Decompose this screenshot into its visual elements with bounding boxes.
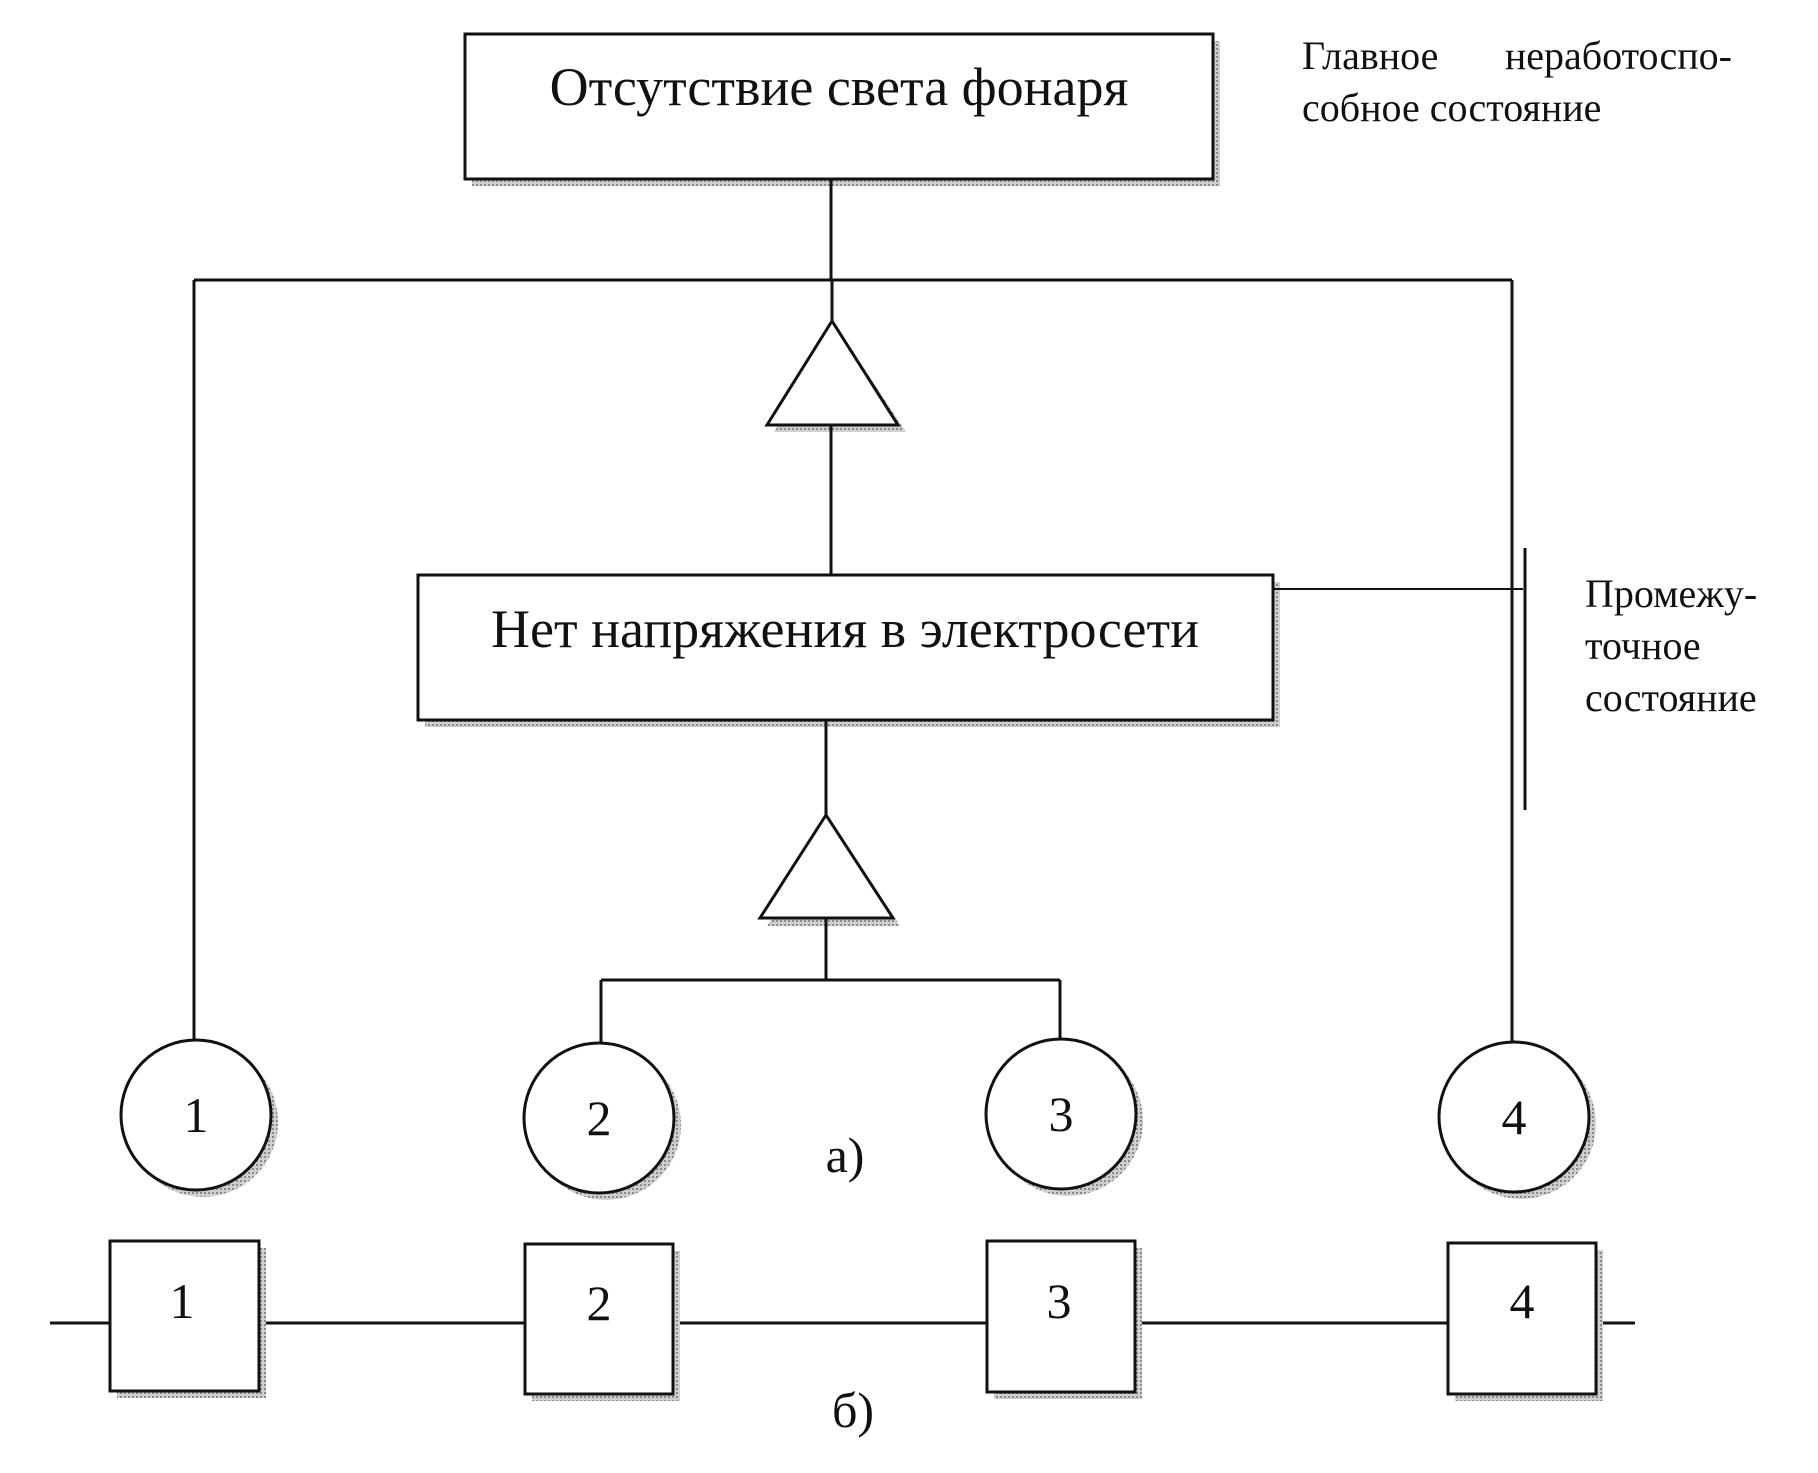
top-event-note-line2: собное состояние <box>1302 85 1602 130</box>
or-gate-lower <box>757 812 900 926</box>
intermediate-event-note: Промежу- точное состояние <box>1585 568 1800 724</box>
top-event-box: Отсутствие света фонаря <box>463 32 1220 186</box>
basic-event-2: 2 <box>522 1041 681 1200</box>
intermediate-event-box: Нет напряжения в электросети <box>416 573 1280 727</box>
reliability-block-1-label: 1 <box>170 1273 195 1329</box>
top-event-note-line1-a: Главное <box>1302 33 1439 78</box>
basic-event-1-label: 1 <box>184 1087 209 1143</box>
basic-event-4: 4 <box>1437 1040 1596 1199</box>
intermediate-event-label: Нет напряжения в электросети <box>491 599 1199 659</box>
basic-event-2-label: 2 <box>587 1090 612 1146</box>
reliability-block-4-label: 4 <box>1510 1273 1535 1329</box>
reliability-block-3: 3 <box>985 1239 1142 1399</box>
intermediate-note-line2: точное <box>1585 623 1701 668</box>
reliability-block-2: 2 <box>523 1242 680 1401</box>
intermediate-note-line1: Промежу- <box>1585 571 1758 616</box>
or-gate-upper <box>764 318 906 432</box>
caption-a: а) <box>826 1127 865 1183</box>
reliability-block-2-label: 2 <box>587 1275 612 1331</box>
reliability-block-4: 4 <box>1446 1241 1603 1401</box>
basic-event-3-label: 3 <box>1049 1086 1074 1142</box>
top-event-label: Отсутствие света фонаря <box>550 57 1129 117</box>
top-event-note-line1-b: неработоспо- <box>1504 33 1732 78</box>
reliability-block-1: 1 <box>108 1239 266 1398</box>
caption-b: б) <box>832 1382 874 1438</box>
top-event-note: Главное неработоспо- собное состояние <box>1302 30 1732 134</box>
reliability-block-3-label: 3 <box>1047 1273 1072 1329</box>
basic-event-1: 1 <box>119 1038 278 1197</box>
basic-event-4-label: 4 <box>1502 1089 1527 1145</box>
intermediate-note-line3: состояние <box>1585 675 1757 720</box>
basic-event-3: 3 <box>984 1037 1143 1196</box>
